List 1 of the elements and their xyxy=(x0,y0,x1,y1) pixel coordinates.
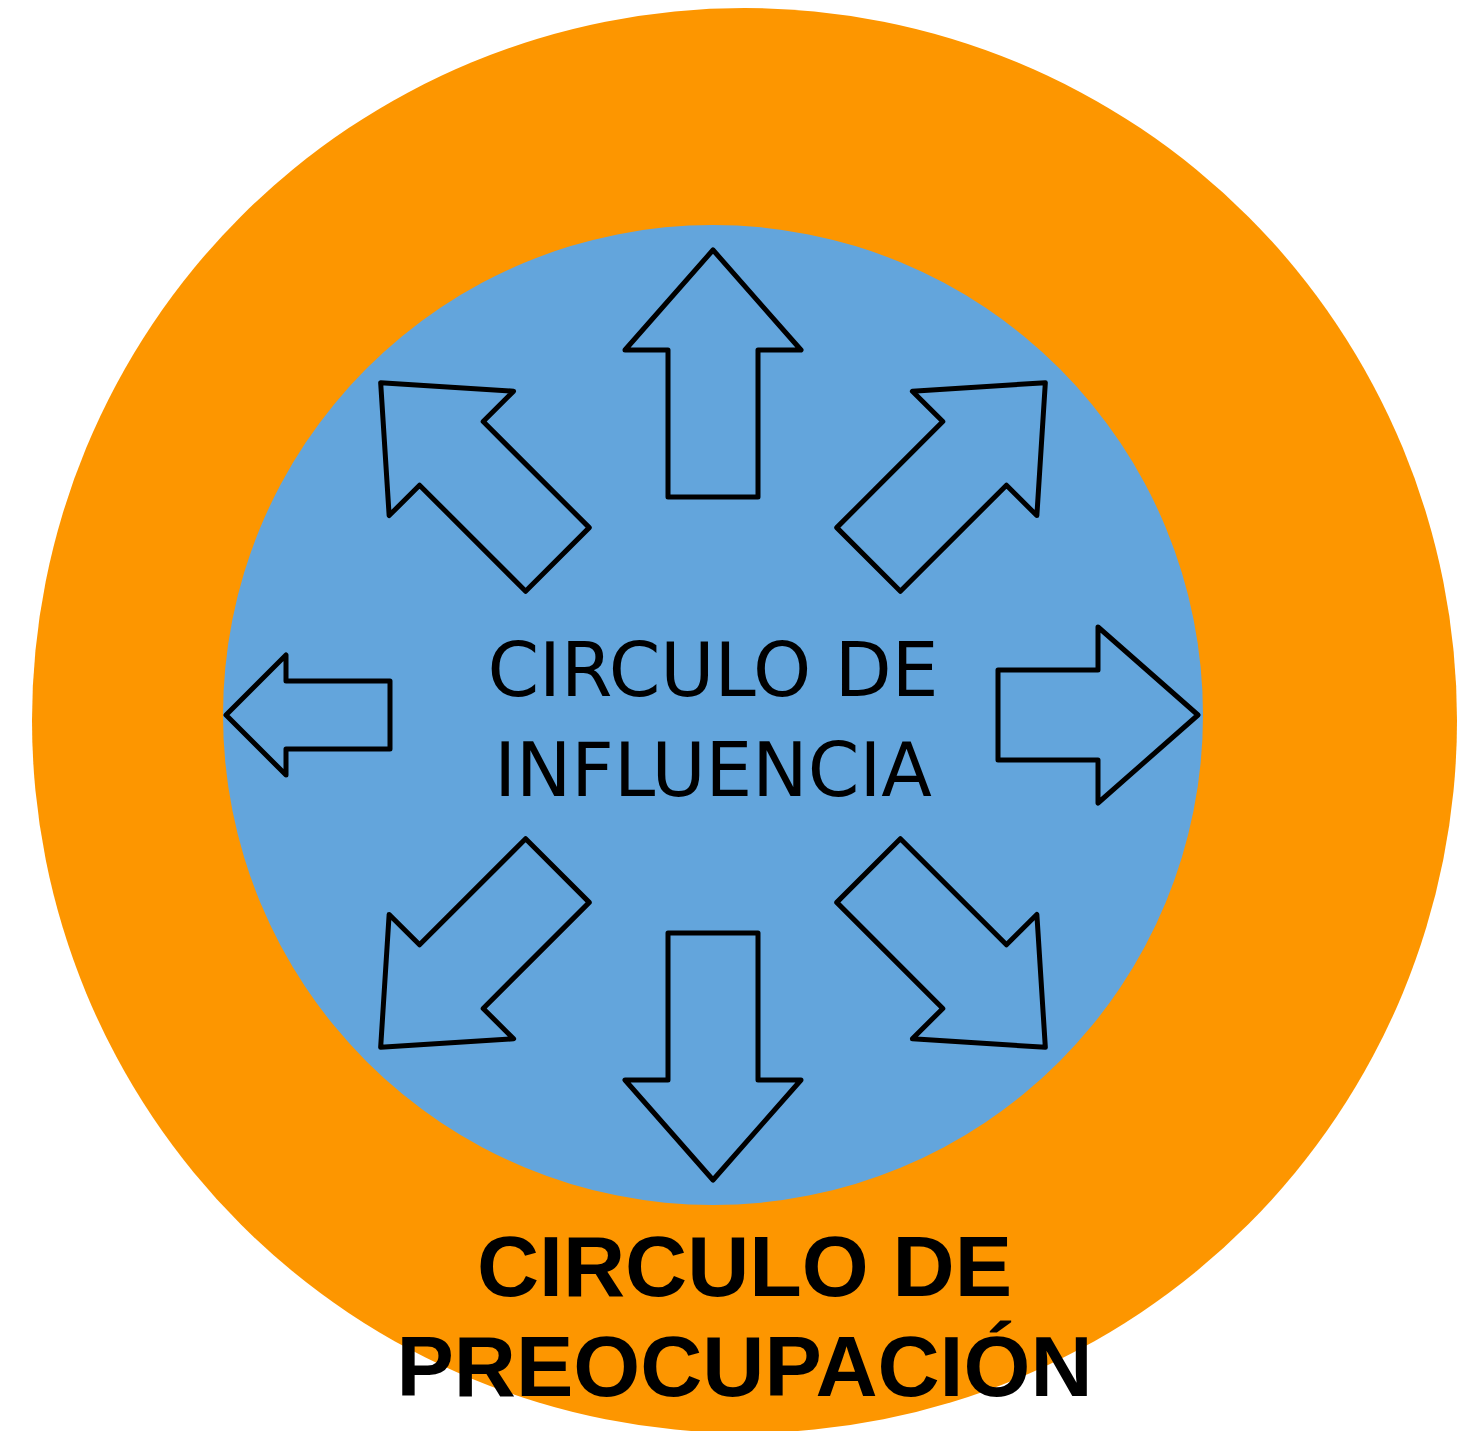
circle-title: CIRCULO DE INFLUENCIA xyxy=(486,626,940,815)
